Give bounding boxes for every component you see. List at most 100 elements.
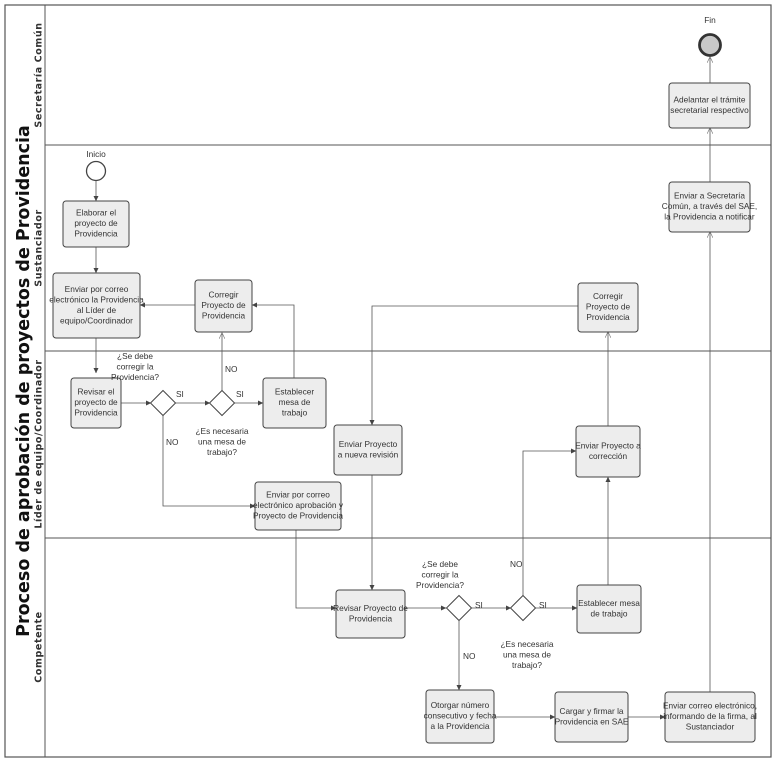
task-box — [668, 181, 751, 233]
gateway-label-line: Providencia? — [416, 580, 464, 590]
task-label-line: proyecto de — [74, 218, 118, 228]
task-box — [575, 425, 641, 478]
end-event[interactable]: Fin — [698, 15, 722, 57]
task-label-line: Proyecto de Providencia — [253, 511, 343, 521]
task-label-line: secretarial respectivo — [670, 105, 749, 115]
lane-label-sustanciador: Sustanciador — [34, 209, 45, 287]
task-label-line: Providencia — [349, 613, 393, 623]
task-label-line: Elaborar el — [76, 208, 116, 218]
flow-labels: SI NO SI NO SI NO SI NO — [166, 364, 547, 661]
lane-label-lider: Líder de equipo/Coordinador — [34, 359, 45, 528]
task-label-line: de trabajo — [591, 608, 628, 618]
task-label-line: Enviar a Secretaría — [674, 191, 745, 201]
task-label-line: Corregir — [209, 290, 239, 300]
task-label-line: Providencia — [202, 311, 246, 321]
flow-label-no: NO — [166, 437, 179, 447]
task-box — [577, 282, 639, 333]
task-box — [62, 200, 130, 248]
flow-label-si: SI — [176, 389, 184, 399]
task-label-line: informando de la firma, al — [663, 711, 757, 721]
task-label-line: Providencia en SAE — [555, 716, 629, 726]
start-event[interactable]: Inicio — [85, 149, 107, 182]
flow-label-si: SI — [539, 600, 547, 610]
gateway-label-line: ¿Es necesaria — [500, 639, 553, 649]
flow-label-no: NO — [463, 651, 476, 661]
task-label-line: Corregir — [593, 291, 623, 301]
gateway-diamond — [208, 389, 236, 417]
end-event-circle — [698, 33, 722, 57]
task-label-line: equipo/Coordinador — [60, 315, 133, 325]
task-box — [194, 279, 253, 333]
task-label-line: Providencia — [74, 229, 118, 239]
task-label-line: Enviar Proyecto a — [575, 440, 641, 450]
task-label-line: trabajo — [282, 408, 308, 418]
gateway-label-line: corregir la — [422, 570, 459, 580]
task-enviar-correo-firma[interactable]: Enviar correo electrónico,informando de … — [663, 691, 757, 743]
task-label-line: Cargar y firmar la — [559, 706, 623, 716]
task-label-line: la Providencia a notificar — [664, 212, 755, 222]
task-label-line: Otorgar número — [431, 700, 490, 710]
gateway-diamond — [445, 594, 473, 622]
gateway-label-line: trabajo? — [207, 447, 237, 457]
flow-gw1-no — [162, 415, 256, 509]
start-event-circle — [85, 160, 107, 182]
task-label-line: Revisar el — [78, 387, 115, 397]
task-label-line: Proyecto de — [201, 300, 246, 310]
flow-aprobacion-revisar — [295, 530, 337, 611]
gateway-label-line: una mesa de — [503, 650, 551, 660]
task-label-line: a nueva revisión — [338, 449, 399, 459]
task-label-line: Común, a través del SAE, — [662, 201, 757, 211]
task-box — [576, 584, 642, 634]
flow-gw4-no — [522, 448, 577, 596]
gateway-label-line: ¿Se debe — [117, 351, 153, 361]
task-label-line: Adelantar el trámite — [674, 94, 746, 104]
gateway-label-line: ¿Es necesaria — [195, 426, 248, 436]
lane-label-competente: Competente — [34, 611, 45, 682]
task-label-line: consecutivo y fecha — [424, 711, 497, 721]
task-label-line: mesa de — [279, 397, 311, 407]
gateway-label-line: corregir la — [117, 362, 154, 372]
task-box — [70, 377, 122, 429]
task-box — [664, 691, 756, 743]
pool-title: Proceso de aprobación de proyectos de Pr… — [14, 125, 34, 637]
events: Inicio Fin — [85, 15, 722, 182]
end-event-label: Fin — [704, 15, 716, 25]
task-label-line: electrónico la Providencia — [49, 294, 144, 304]
task-box — [254, 481, 342, 531]
lane-label-secretaria: Secretaría Común — [34, 22, 45, 127]
task-label-line: Proyecto de — [586, 302, 631, 312]
task-label-line: al Líder de — [77, 305, 117, 315]
task-label-line: Providencia — [74, 408, 118, 418]
task-label-line: proyecto de — [74, 397, 118, 407]
gateway-label-line: una mesa de — [198, 437, 246, 447]
gateway-label-line: ¿Se debe — [422, 559, 458, 569]
task-box — [668, 82, 751, 129]
flow-label-no: NO — [225, 364, 238, 374]
flow-mesa-corregir — [251, 302, 295, 378]
pool-border — [4, 4, 772, 758]
task-label-line: Enviar por correo — [266, 490, 330, 500]
task-label-line: Enviar correo electrónico, — [663, 701, 757, 711]
gateway-diamond — [509, 594, 537, 622]
pool: Proceso de aprobación de proyectos de Pr… — [4, 4, 772, 758]
